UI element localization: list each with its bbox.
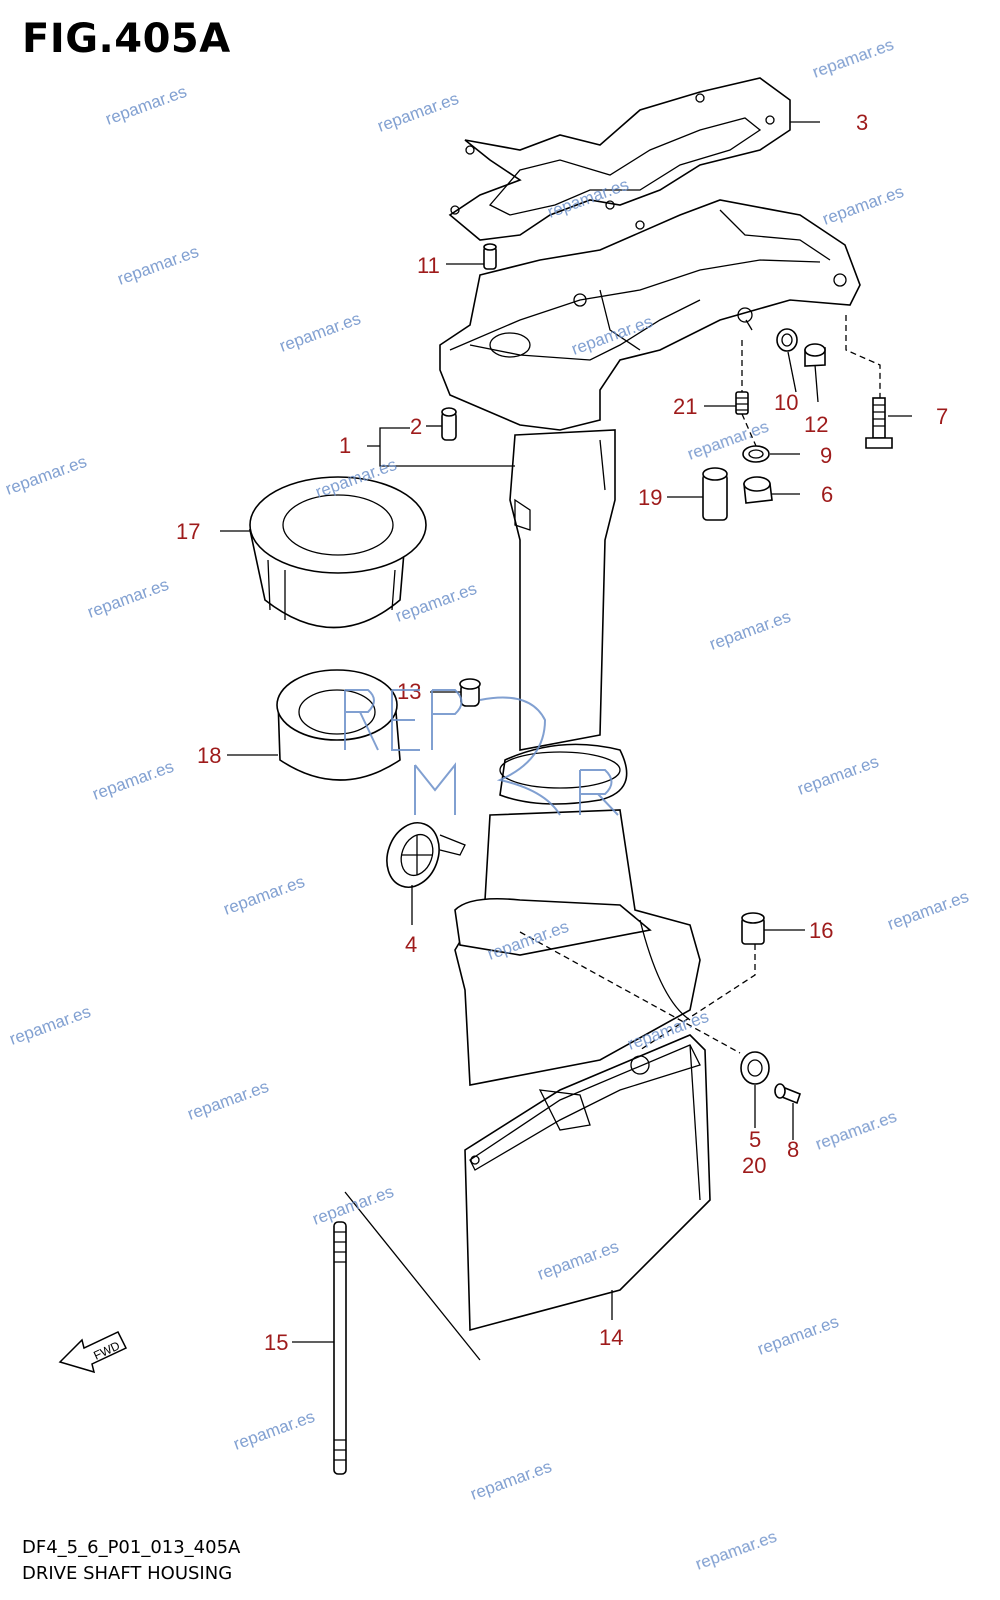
part-1-drive-shaft-housing <box>439 199 861 1086</box>
part-11-dowel-pin <box>483 243 497 270</box>
part-14-lower-cover <box>464 1034 711 1332</box>
watermark-logo <box>344 689 619 816</box>
part-12-plug <box>804 343 826 367</box>
figure-code: DF4_5_6_P01_013_405A <box>22 1537 241 1558</box>
callout-11: 11 <box>417 253 440 278</box>
part-19-collar <box>702 467 728 521</box>
callout-14: 14 <box>599 1325 623 1350</box>
callout-21: 21 <box>673 394 697 419</box>
callout-15: 15 <box>264 1330 288 1355</box>
part-17-rubber-seal <box>248 476 427 629</box>
watermark-text: repamar.es <box>310 1182 396 1229</box>
watermark-text: repamar.es <box>693 1527 779 1574</box>
watermark-text: repamar.es <box>820 182 906 229</box>
watermark-text: repamar.es <box>277 309 363 356</box>
callout-9: 9 <box>820 443 832 468</box>
callout-8: 8 <box>787 1137 799 1162</box>
watermark-text: repamar.es <box>115 242 201 289</box>
callout-2: 2 <box>410 414 422 439</box>
part-8-screw <box>774 1083 801 1105</box>
watermark-text: repamar.es <box>755 1312 841 1359</box>
watermark-text: repamar.es <box>795 752 881 799</box>
callout-16: 16 <box>809 918 833 943</box>
part-2-nipple <box>441 407 457 441</box>
callout-5: 5 <box>749 1127 761 1152</box>
watermark-text: repamar.es <box>85 575 171 622</box>
callout-19: 19 <box>638 485 662 510</box>
callout-18: 18 <box>197 743 221 768</box>
callout-10: 10 <box>774 390 798 415</box>
callout-6: 6 <box>821 482 833 507</box>
watermark-text: repamar.es <box>813 1107 899 1154</box>
part-3-gasket <box>448 77 791 241</box>
part-16-bush <box>741 912 765 945</box>
watermark-text: repamar.es <box>7 1002 93 1049</box>
watermark-text: repamar.es <box>393 579 479 626</box>
leader-lines <box>220 121 912 1361</box>
part-6-nut <box>743 476 773 504</box>
callout-4: 4 <box>405 932 417 957</box>
watermark-text: repamar.es <box>707 607 793 654</box>
watermark-text: repamar.es <box>221 872 307 919</box>
part-10-washer <box>776 328 798 352</box>
watermark-text: repamar.es <box>885 887 971 934</box>
part-13-plug <box>459 678 481 707</box>
figure-caption: DRIVE SHAFT HOUSING <box>22 1563 233 1584</box>
watermark-text: repamar.es <box>90 757 176 804</box>
callout-12: 12 <box>804 412 828 437</box>
watermark-text: repamar.es <box>103 82 189 129</box>
watermark-text: repamar.es <box>810 35 896 82</box>
part-18-mount-rubber <box>276 669 401 781</box>
watermark-text: repamar.es <box>468 1457 554 1504</box>
callout-numbers: 1 2 3 4 5 6 7 8 9 10 11 12 13 14 15 16 1… <box>176 110 948 1355</box>
callout-7: 7 <box>936 404 948 429</box>
part-9-o-ring <box>742 445 770 463</box>
part-7-bolt <box>865 397 893 449</box>
part-15-stud-bolt <box>333 1221 347 1475</box>
watermark-text: repamar.es <box>231 1407 317 1454</box>
fwd-arrow-icon: FWD <box>58 1331 128 1374</box>
part-21-screw <box>735 391 749 415</box>
part-5-grommet <box>740 1051 770 1085</box>
watermark-text: repamar.es <box>185 1077 271 1124</box>
callout-13: 13 <box>397 679 421 704</box>
callout-20: 20 <box>742 1153 766 1178</box>
callout-17: 17 <box>176 519 200 544</box>
figure-title: FIG.405A <box>22 16 231 62</box>
callout-1: 1 <box>339 433 351 458</box>
watermark-text: repamar.es <box>375 89 461 136</box>
watermark-text: repamar.es <box>3 452 89 499</box>
callout-3: 3 <box>856 110 868 135</box>
part-4-grommet <box>386 822 466 888</box>
